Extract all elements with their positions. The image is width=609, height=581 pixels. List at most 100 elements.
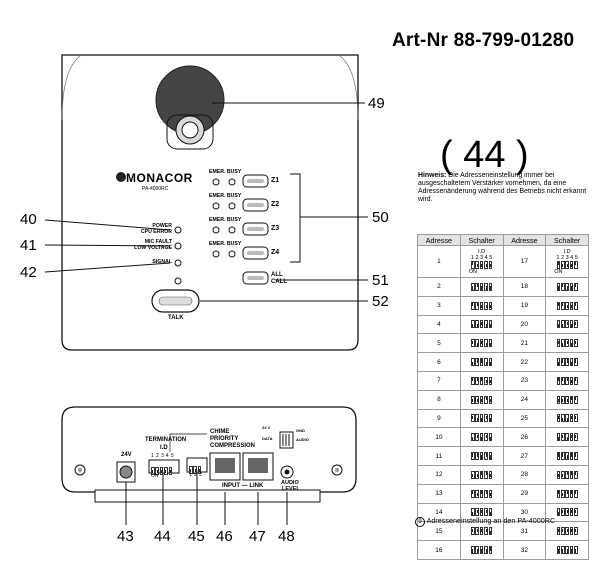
dip3-numbers: 1 2 3 xyxy=(189,472,203,478)
switch-cell xyxy=(459,370,504,391)
zone2-header: EMER. BUSY xyxy=(209,193,242,199)
dip-switch-icon xyxy=(556,470,578,479)
address-cell: 12 xyxy=(417,464,461,485)
dip5-on-label: ON xyxy=(151,473,159,479)
address-cell: 1 xyxy=(417,245,461,278)
dip-switch-icon xyxy=(471,260,493,269)
dip-switch-icon xyxy=(471,282,493,291)
zone3-header: EMER. BUSY xyxy=(209,217,242,223)
figure-caption: 9 Adresseneinstellung an den PA-4000RC xyxy=(415,516,555,527)
callout-46: 46 xyxy=(216,528,233,545)
led-mic-fault xyxy=(174,242,182,250)
callout-48: 48 xyxy=(278,528,295,545)
switch-cell xyxy=(545,333,589,354)
switch-cell xyxy=(459,295,504,316)
dip-switch-icon xyxy=(471,546,493,555)
dip-switch-icon xyxy=(471,527,493,536)
dip-switch-icon xyxy=(471,433,493,442)
switch-cell xyxy=(459,521,504,542)
address-cell: 13 xyxy=(417,483,461,504)
dip-switch-icon xyxy=(556,508,578,517)
address-cell: 21 xyxy=(502,333,547,354)
address-cell: 16 xyxy=(417,540,461,560)
led-power xyxy=(174,226,182,234)
zone-label-z3: Z3 xyxy=(271,225,280,232)
dip-switch-icon xyxy=(471,376,493,385)
switch-cell xyxy=(459,352,504,372)
front-panel-outline xyxy=(61,54,359,351)
switch-cell xyxy=(545,314,589,335)
dip-switch-icon xyxy=(471,358,493,367)
table-row: 8 24 xyxy=(417,389,589,410)
callout-50: 50 xyxy=(372,209,389,226)
callout-51: 51 xyxy=(372,272,389,289)
switch-cell xyxy=(459,389,504,410)
switch-cell xyxy=(459,333,504,354)
address-cell: 11 xyxy=(417,446,461,466)
switch-cell xyxy=(459,427,504,448)
address-cell: 4 xyxy=(417,314,461,335)
brand-name: MONACOR xyxy=(126,171,193,185)
address-cell: 6 xyxy=(417,352,461,372)
address-cell: 15 xyxy=(417,521,461,542)
address-cell: 24 xyxy=(502,389,547,410)
rear-dip-settings[interactable] xyxy=(189,461,202,479)
zone1-header: EMER. BUSY xyxy=(209,169,242,175)
switch-cell xyxy=(545,540,589,560)
led-signal xyxy=(174,259,182,267)
id-label: I.D xyxy=(478,248,486,255)
callout-43: 43 xyxy=(117,528,134,545)
dip-switch-icon xyxy=(556,395,578,404)
callout-49: 49 xyxy=(368,95,385,112)
callout-47: 47 xyxy=(249,528,266,545)
rear-panel-outline xyxy=(61,406,357,493)
col-header-switch: Schalter xyxy=(459,234,504,246)
dip-switch-icon xyxy=(471,489,493,498)
callout-52: 52 xyxy=(372,293,389,310)
address-cell: 9 xyxy=(417,408,461,429)
dip-switch-icon xyxy=(556,339,578,348)
switch-cell xyxy=(459,540,504,560)
dip-switch-icon xyxy=(556,546,578,555)
col-header-address-2: Adresse xyxy=(502,234,547,246)
level-label: LEVEL xyxy=(282,486,300,492)
address-cell: 7 xyxy=(417,370,461,391)
switch-cell xyxy=(545,277,589,297)
callout-40: 40 xyxy=(20,211,37,228)
switch-cell xyxy=(545,464,589,485)
switch-cell xyxy=(545,446,589,466)
hint-text: Hinweis: Die Adresseneinstellung immer b… xyxy=(418,172,587,203)
figure-number: ( 44 ) xyxy=(440,134,529,176)
address-cell: 14 xyxy=(417,502,461,523)
table-row: 4 20 xyxy=(417,314,589,335)
monacor-logo-icon xyxy=(116,172,126,182)
address-cell: 10 xyxy=(417,427,461,448)
address-cell: 2 xyxy=(417,277,461,297)
zone-label-z1: Z1 xyxy=(271,177,280,184)
rear-dip-id[interactable] xyxy=(151,462,173,480)
switch-cell xyxy=(545,521,589,542)
callout-41: 41 xyxy=(20,237,37,254)
article-number: Art-Nr 88-799-01280 xyxy=(392,30,575,51)
talk-label: TALK xyxy=(168,315,184,321)
address-cell: 20 xyxy=(502,314,547,335)
address-cell: 8 xyxy=(417,389,461,410)
zone-controls xyxy=(212,174,269,285)
model-name: PA-4000RC xyxy=(142,186,169,192)
address-cell: 22 xyxy=(502,352,547,372)
dip-switch-icon xyxy=(471,470,493,479)
on-label: ON xyxy=(554,268,563,275)
dip-switch-icon xyxy=(556,414,578,423)
termination-label: TERMINATION xyxy=(145,437,187,443)
switch-cell xyxy=(545,483,589,504)
terminal-24v: 24 V xyxy=(262,425,271,430)
switch-cell xyxy=(545,427,589,448)
